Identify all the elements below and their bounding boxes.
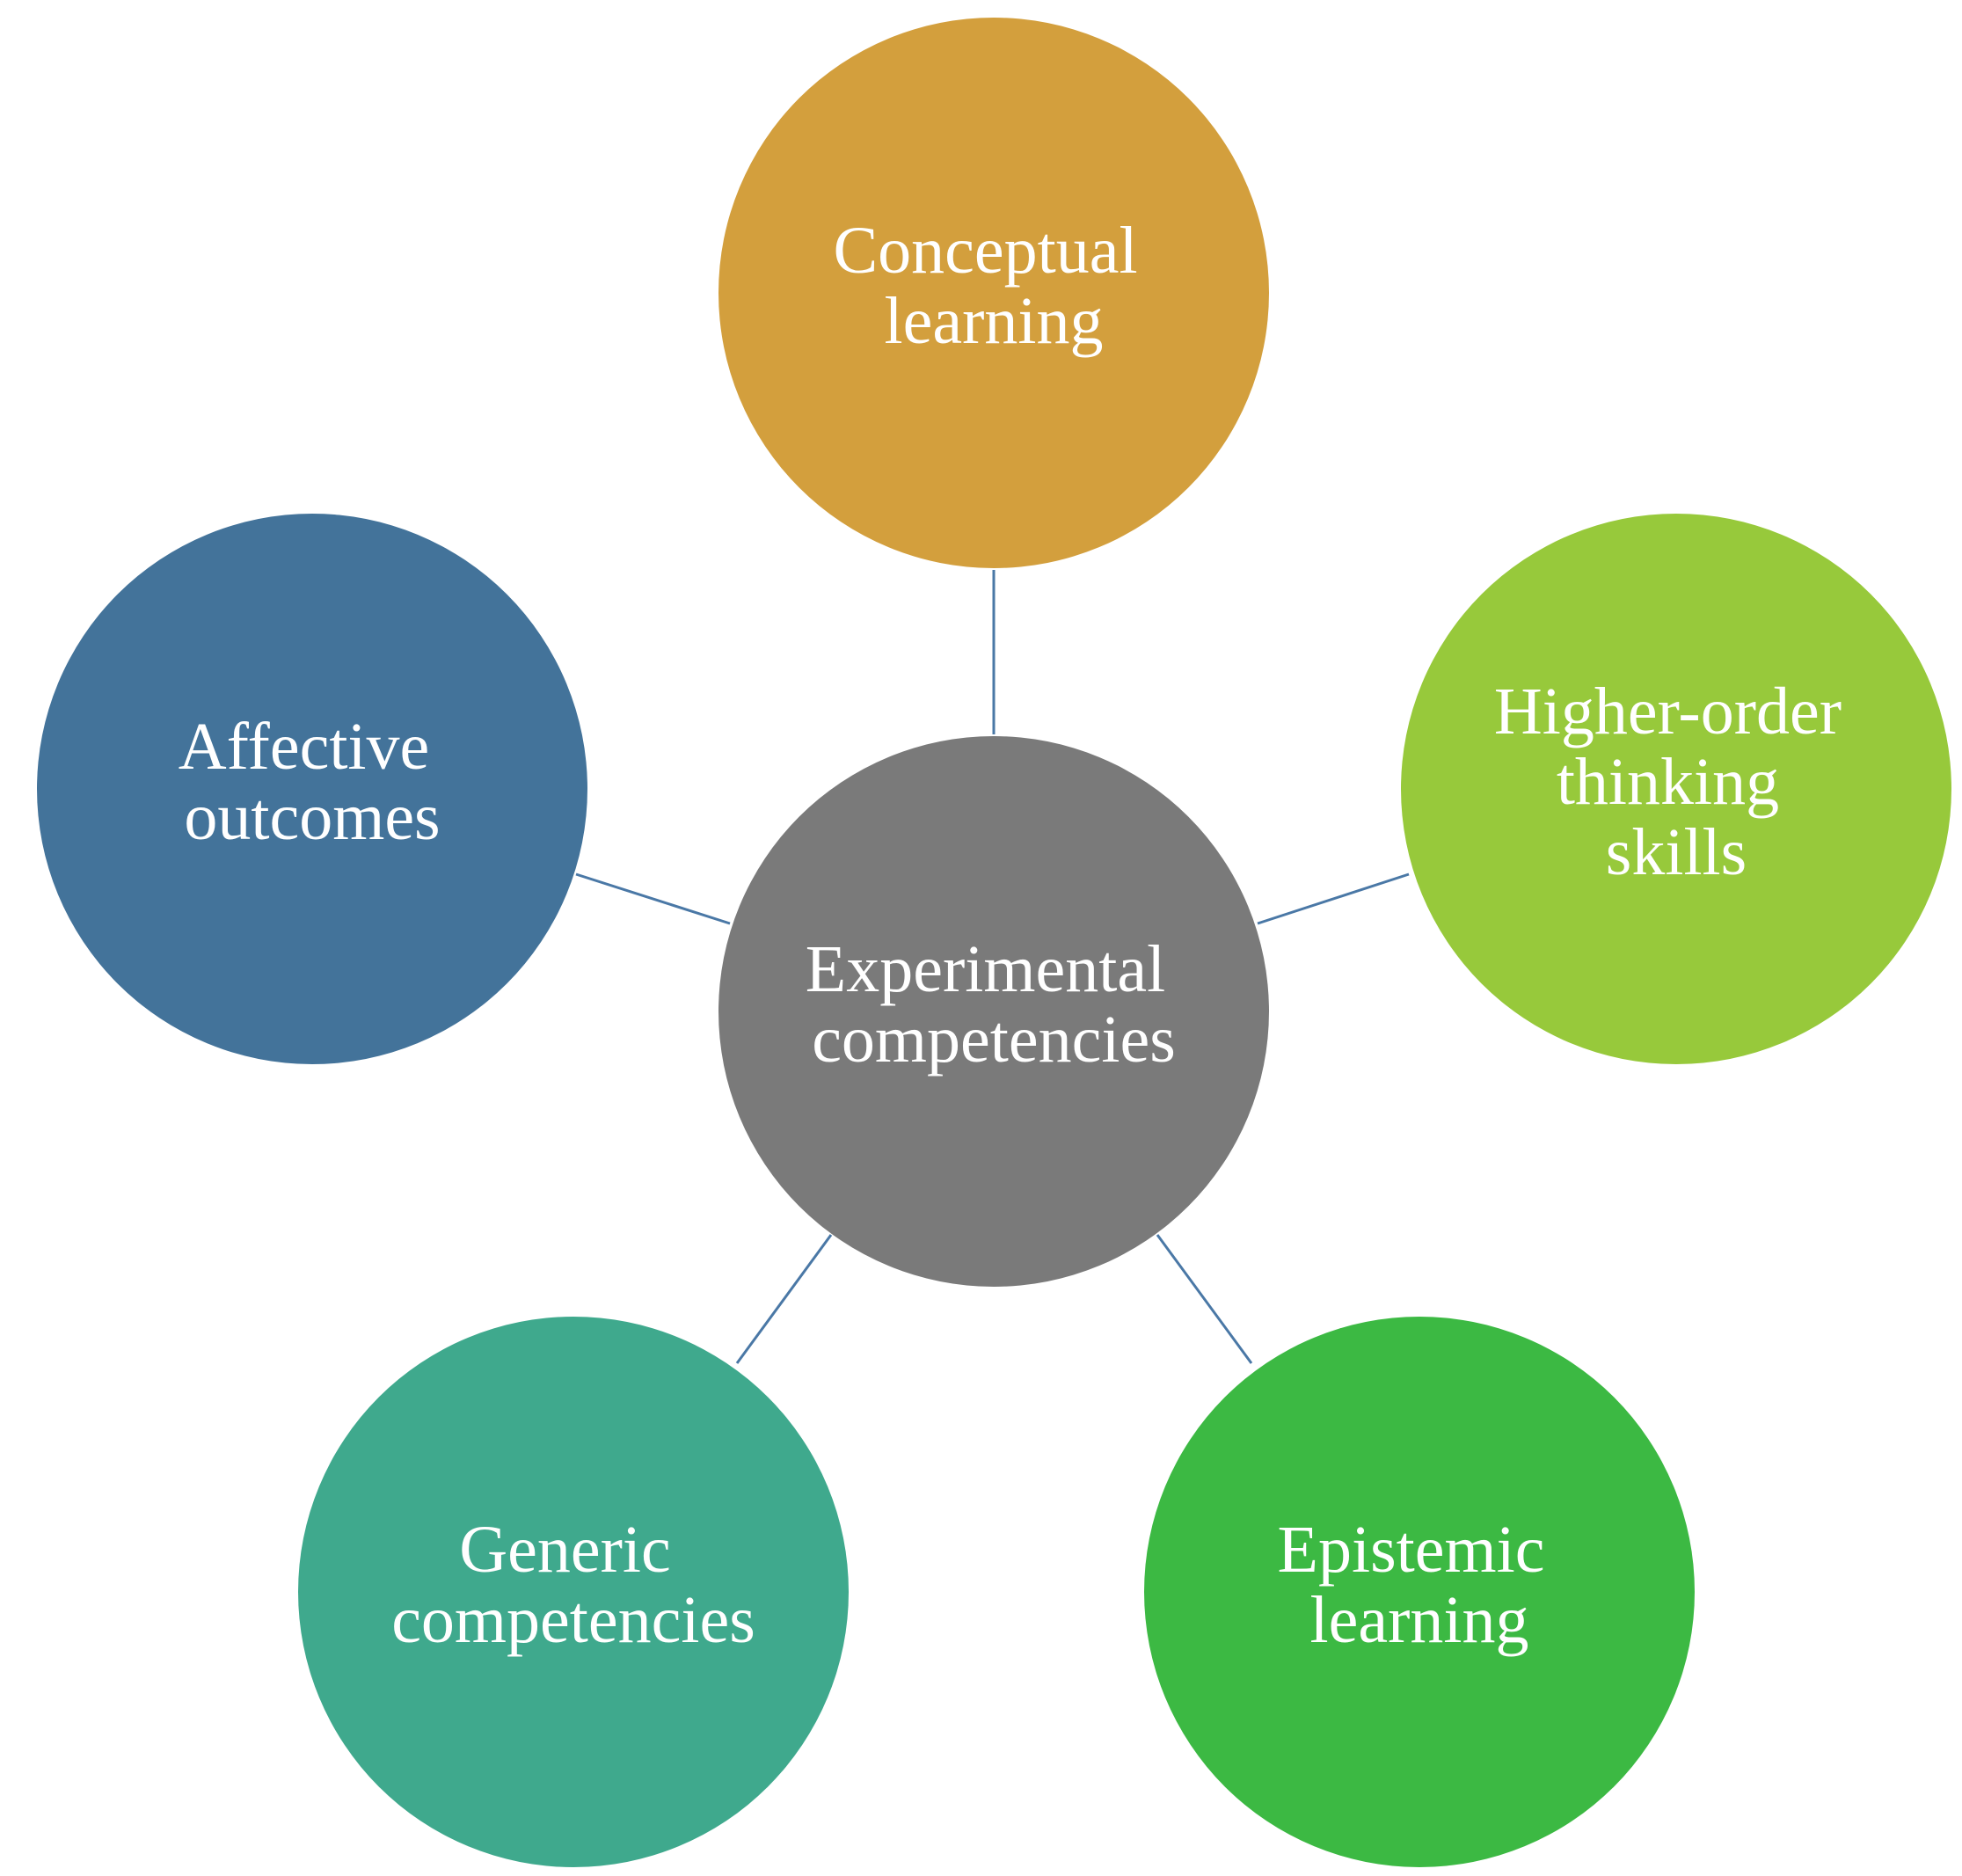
node-circle-higher-order-thinking-skills — [1401, 514, 1951, 1064]
node-experimental-competencies: Experimental competencies — [718, 736, 1269, 1287]
node-epistemic-learning: Epistemic learning — [1144, 1317, 1695, 1867]
node-circle-generic-competencies — [298, 1317, 849, 1867]
node-circle-experimental-competencies — [718, 736, 1269, 1287]
node-circle-affective-outcomes — [37, 514, 587, 1064]
label-line: learning — [884, 284, 1103, 358]
node-label-higher-order-thinking-skills: Higher-order thinking skills — [1494, 675, 1858, 889]
label-line: Affective — [179, 710, 430, 784]
label-line: Generic — [459, 1513, 671, 1587]
label-line: Experimental — [806, 932, 1165, 1006]
node-generic-competencies: Generic competencies — [298, 1317, 849, 1867]
label-line: Conceptual — [833, 214, 1137, 288]
nodes: Conceptual learning Higher-order thinkin… — [37, 18, 1951, 1867]
node-label-conceptual-learning: Conceptual learning — [833, 214, 1154, 358]
label-line: learning — [1309, 1583, 1528, 1657]
connector-epistemic-learning — [1156, 1234, 1253, 1364]
node-conceptual-learning: Conceptual learning — [718, 18, 1269, 568]
node-higher-order-thinking-skills: Higher-order thinking skills — [1401, 514, 1951, 1064]
node-label-generic-competencies: Generic competencies — [391, 1513, 755, 1657]
connector-affective-outcomes — [575, 872, 731, 925]
connector-generic-competencies — [735, 1234, 833, 1364]
node-label-affective-outcomes: Affective outcomes — [179, 710, 447, 854]
node-label-epistemic-learning: Epistemic learning — [1278, 1513, 1562, 1657]
label-line: thinking — [1557, 745, 1779, 819]
label-line: outcomes — [184, 780, 440, 854]
connector-higher-order-thinking-skills — [1257, 872, 1410, 925]
label-line: skills — [1606, 815, 1747, 889]
connectors — [575, 570, 1410, 1364]
label-line: competencies — [391, 1583, 755, 1657]
node-affective-outcomes: Affective outcomes — [37, 514, 587, 1064]
node-circle-epistemic-learning — [1144, 1317, 1695, 1867]
label-line: Higher-order — [1494, 675, 1842, 748]
label-line: Epistemic — [1278, 1513, 1545, 1587]
label-line: competencies — [812, 1003, 1176, 1077]
node-circle-conceptual-learning — [718, 18, 1269, 568]
node-label-experimental-competencies: Experimental competencies — [806, 932, 1182, 1077]
